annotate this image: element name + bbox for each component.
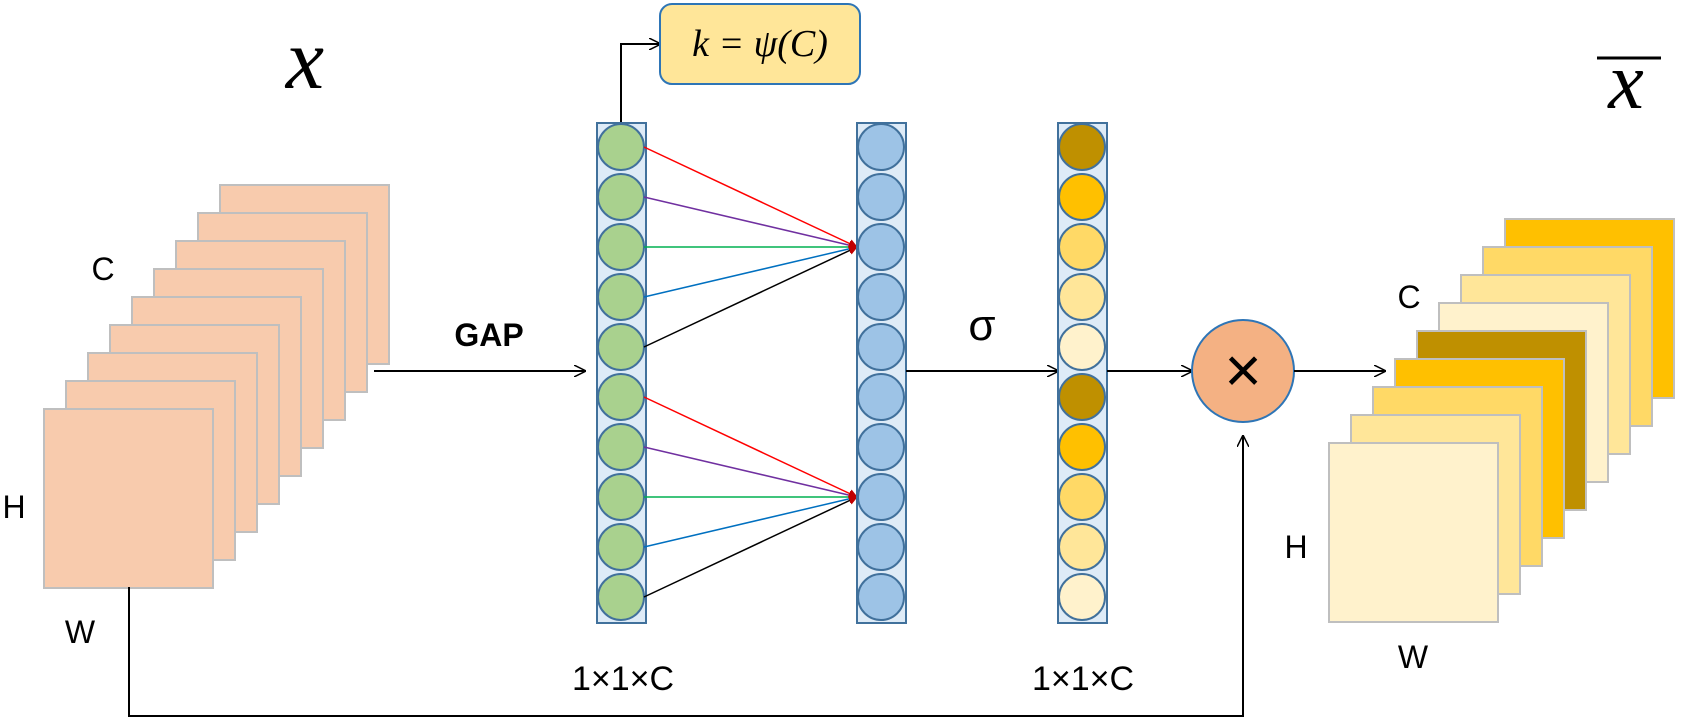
multiply-symbol: × [1224, 334, 1261, 406]
pooled-channel-node [597, 473, 645, 521]
cross-channel-edge [643, 146, 858, 248]
formula-box [659, 3, 861, 85]
local-cross-channel-connections [643, 146, 858, 598]
weights-dimension-label: 1×1×C [1032, 660, 1134, 698]
pooled-channel-node [597, 273, 645, 321]
cross-channel-edge [643, 246, 858, 348]
output-dim-w-label: W [1398, 639, 1429, 675]
pooled-channel-node [597, 573, 645, 621]
pooled-channel-node [597, 373, 645, 421]
channel-weight-node [1058, 223, 1106, 271]
pooled-channel-node [597, 223, 645, 271]
cross-channel-edge [643, 244, 858, 298]
conv-output-node [857, 373, 905, 421]
conv-output-nodes [857, 123, 905, 621]
formula-connector-arrow [620, 44, 660, 123]
output-dim-h-label: H [1284, 529, 1307, 565]
channel-weight-node [1058, 273, 1106, 321]
conv-output-node [857, 423, 905, 471]
conv-output-node [857, 323, 905, 371]
input-dim-h-label: H [2, 489, 25, 525]
pooled-channel-node [597, 173, 645, 221]
input-symbol: x [284, 11, 324, 107]
input-dim-c-label: C [91, 251, 114, 287]
output-symbol: x [1607, 38, 1644, 126]
output-dim-c-label: C [1397, 279, 1420, 315]
formula-text: k = ψ(C) [692, 23, 828, 65]
input-channel-slice [43, 408, 214, 589]
channel-weight-node [1058, 373, 1106, 421]
cross-channel-edge [643, 496, 858, 598]
pooled-channel-node [597, 423, 645, 471]
channel-weight-node [1058, 123, 1106, 171]
conv-output-node [857, 223, 905, 271]
output-feature-map-stack [1328, 218, 1675, 623]
pooled-dimension-label: 1×1×C [572, 660, 674, 698]
conv-output-node [857, 573, 905, 621]
conv-output-node [857, 273, 905, 321]
channel-weight-node [1058, 173, 1106, 221]
channel-weight-node [1058, 573, 1106, 621]
conv-output-node [857, 173, 905, 221]
gap-label: GAP [454, 317, 523, 353]
skip-connection-arrow [128, 436, 1243, 717]
input-feature-map-stack [43, 184, 390, 589]
conv-output-node [857, 123, 905, 171]
channel-weight-node [1058, 323, 1106, 371]
conv-output-node [857, 473, 905, 521]
channel-weight-node [1058, 473, 1106, 521]
pooled-channel-node [597, 323, 645, 371]
cross-channel-edge [643, 396, 858, 498]
channel-weight-nodes [1058, 123, 1106, 621]
channel-weight-node [1058, 523, 1106, 571]
output-channel-slice [1328, 442, 1499, 623]
pooled-channel-node [597, 523, 645, 571]
pooled-channel-node [597, 123, 645, 171]
input-dim-w-label: W [65, 614, 96, 650]
sigma-label: σ [968, 301, 995, 350]
cross-channel-edge [643, 494, 858, 548]
cross-channel-edge [643, 446, 858, 500]
conv-output-node [857, 523, 905, 571]
channel-weight-node [1058, 423, 1106, 471]
cross-channel-edge [643, 196, 858, 250]
